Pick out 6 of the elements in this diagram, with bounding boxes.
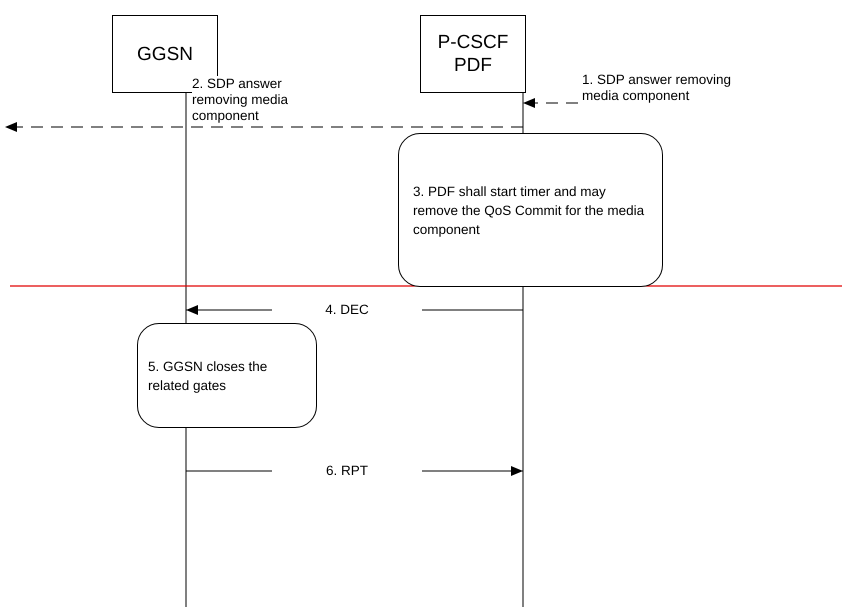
note-box: 3. PDF shall start timer and may remove the QoS Commit for the media component [398, 133, 663, 287]
arrow [4, 122, 524, 132]
arrow [522, 98, 578, 108]
message-label: 1. SDP answer removing media component [582, 72, 732, 104]
lifeline-box: P-CSCF PDF [420, 15, 526, 93]
note-box: 5. GGSN closes the related gates [137, 323, 317, 428]
